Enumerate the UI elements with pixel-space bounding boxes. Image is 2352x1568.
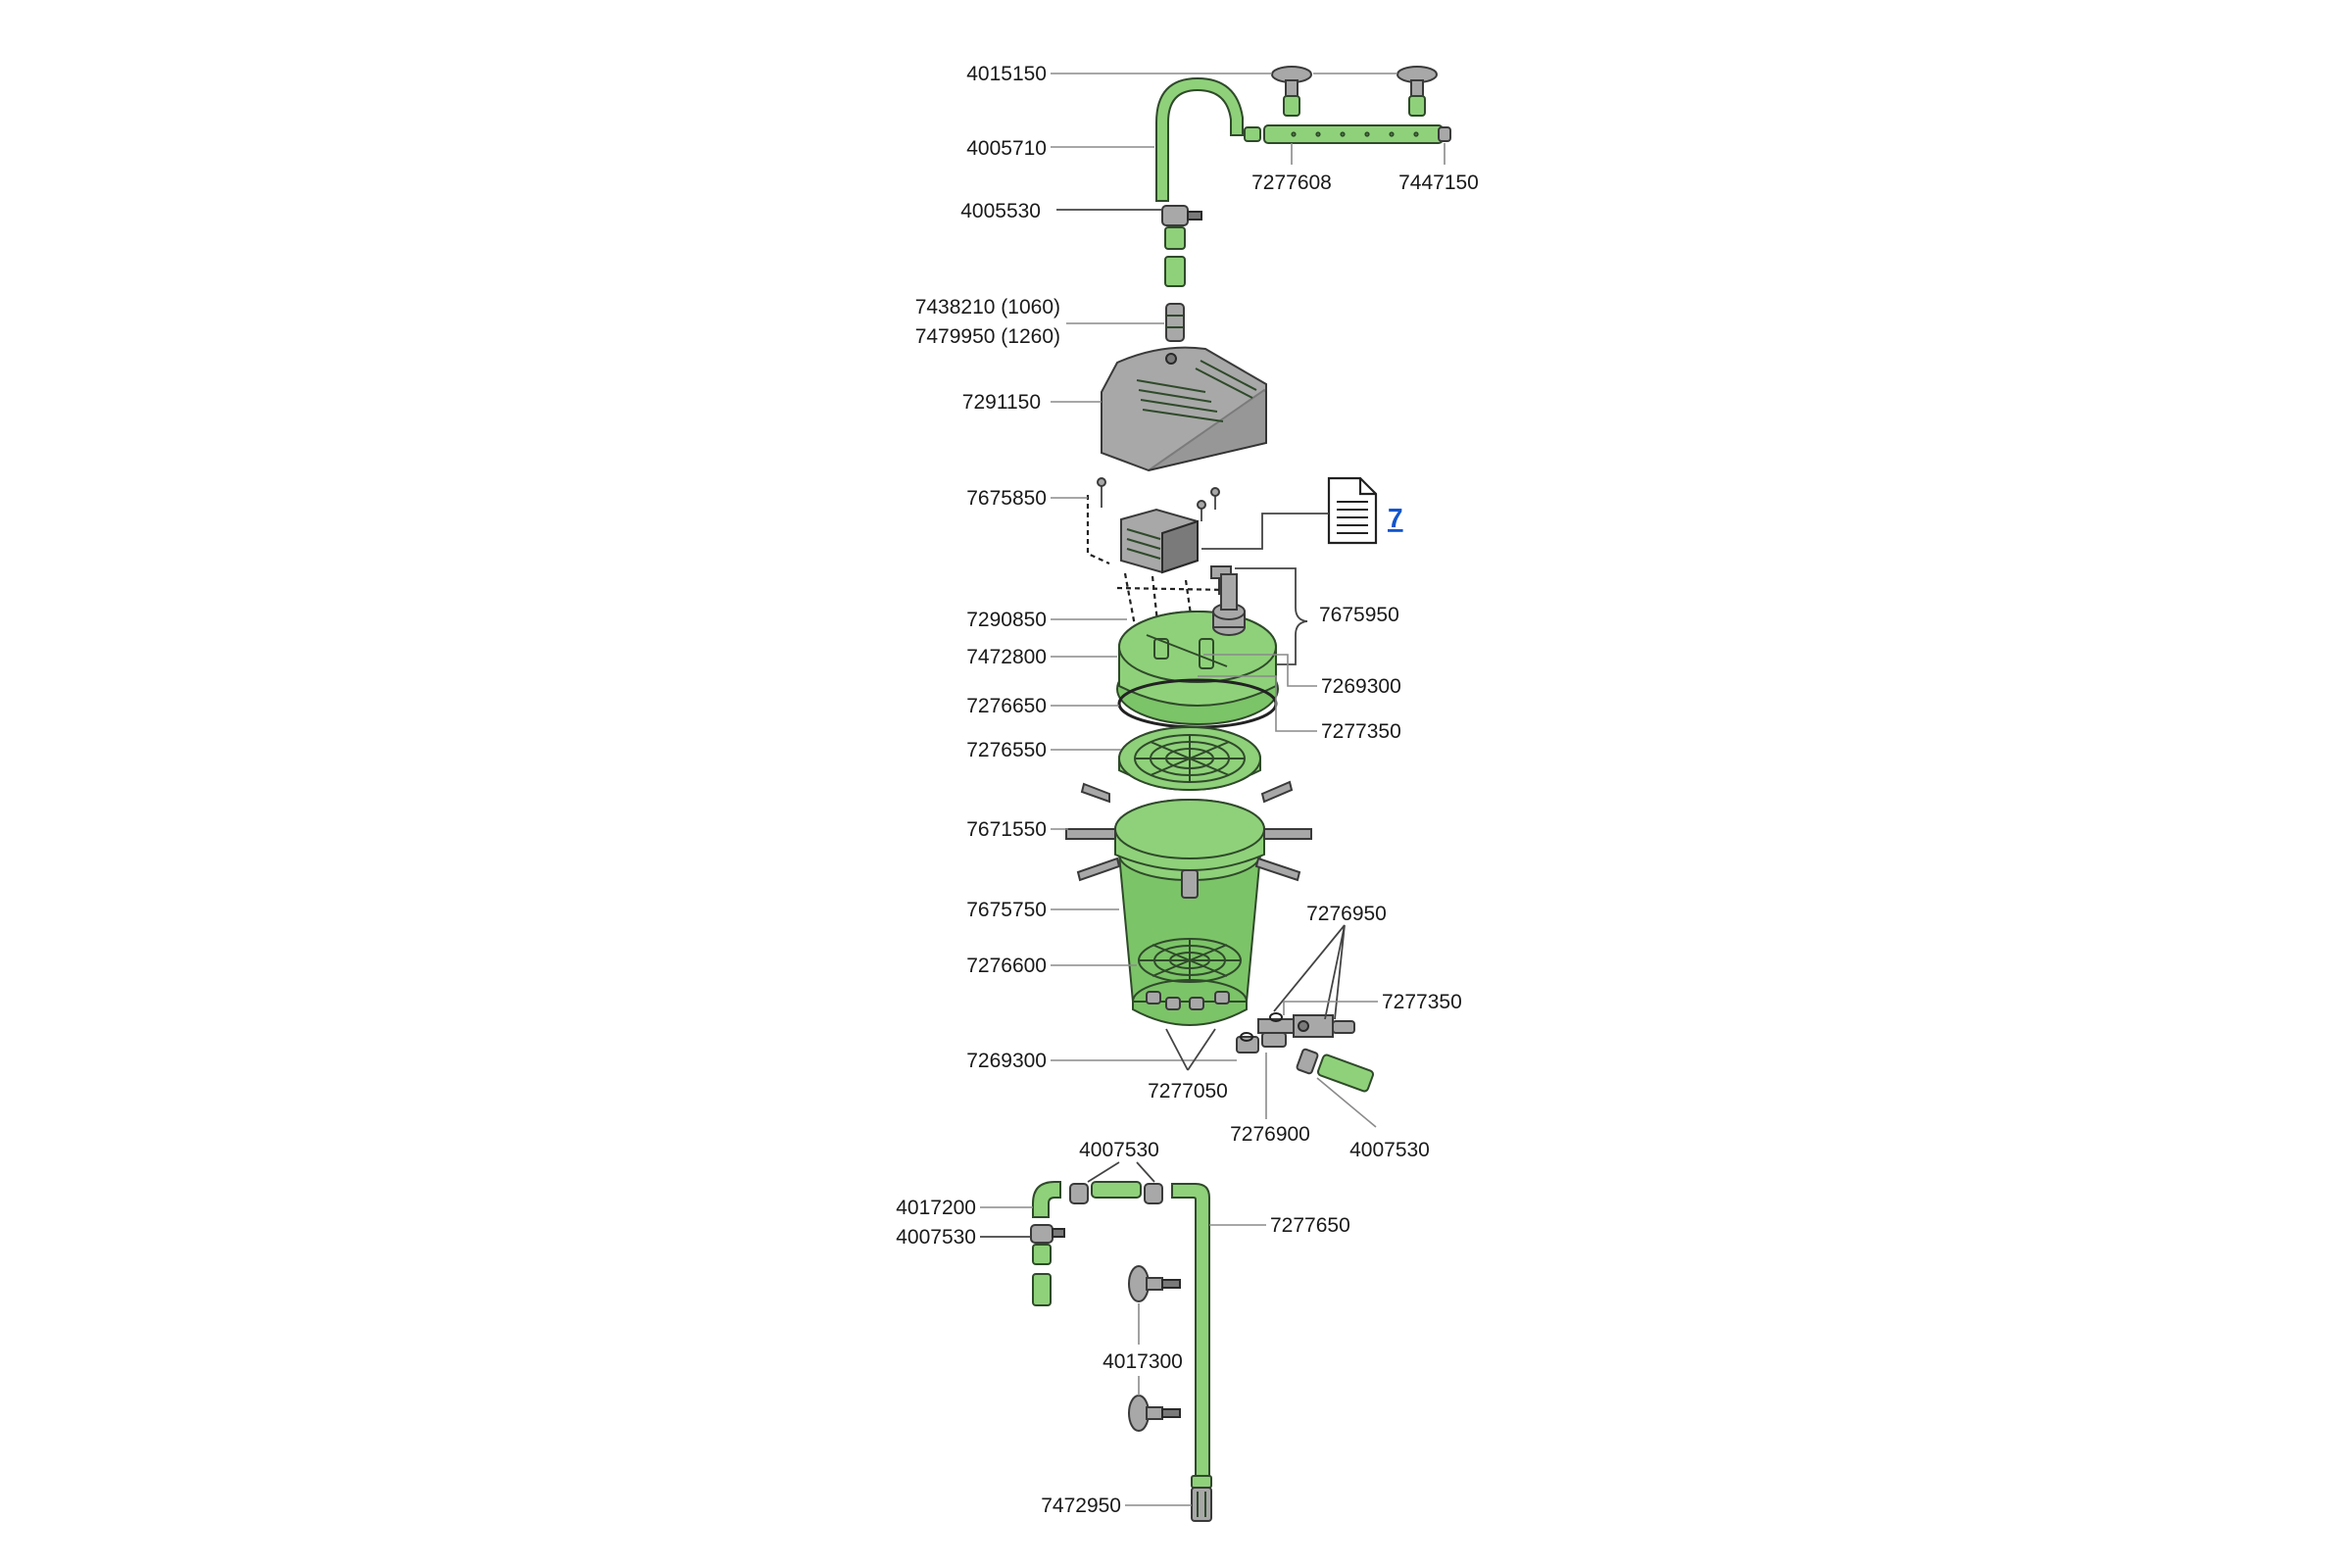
suction-cup bbox=[1396, 66, 1438, 117]
part-label: 4017300 bbox=[1102, 1350, 1183, 1373]
j-pipe bbox=[1155, 76, 1244, 202]
lid-clips bbox=[1065, 780, 1312, 899]
part-label: 7276550 bbox=[966, 739, 1047, 761]
part-label: 7675850 bbox=[966, 487, 1047, 510]
part-label: 7675750 bbox=[966, 899, 1047, 921]
canister-body bbox=[1114, 799, 1265, 1026]
intake-assembly bbox=[1030, 1181, 1212, 1522]
part-label: 7438210 (1060) bbox=[915, 296, 1060, 318]
part-label: 7447150 bbox=[1398, 172, 1479, 194]
motor-block bbox=[1120, 508, 1232, 595]
hose-nipple bbox=[1165, 303, 1185, 342]
part-label: 7276950 bbox=[1306, 903, 1387, 925]
top-grid-plate bbox=[1118, 726, 1261, 791]
leader-lines bbox=[980, 73, 1446, 1506]
part-label: 7276600 bbox=[966, 955, 1047, 977]
part-label: 7269300 bbox=[966, 1050, 1047, 1072]
spray-bar bbox=[1263, 124, 1444, 144]
document-icon[interactable] bbox=[1327, 476, 1378, 545]
spray-bar-holes bbox=[1291, 131, 1419, 137]
part-label: 7277608 bbox=[1251, 172, 1332, 194]
part-label: 7472800 bbox=[966, 646, 1047, 668]
part-label: 7675950 bbox=[1319, 604, 1399, 626]
part-label: 7277350 bbox=[1321, 720, 1401, 743]
part-label: 7291150 bbox=[962, 391, 1041, 414]
valve-assembly bbox=[1236, 1012, 1375, 1093]
hose-clip-screw bbox=[1187, 211, 1202, 220]
motor-hood bbox=[1101, 346, 1267, 472]
pipe-connector bbox=[1244, 126, 1261, 142]
part-label: 7276900 bbox=[1230, 1123, 1310, 1146]
part-label: 7276650 bbox=[966, 695, 1047, 717]
suction-cup bbox=[1271, 66, 1312, 117]
part-label: 7479950 (1260) bbox=[915, 325, 1060, 348]
part-label: 7671550 bbox=[966, 818, 1047, 841]
suction-cup bbox=[1128, 1395, 1181, 1432]
part-label: 4007530 bbox=[896, 1226, 976, 1249]
end-cap bbox=[1438, 126, 1451, 142]
part-label: 7472950 bbox=[1041, 1494, 1121, 1517]
part-label: 4005710 bbox=[966, 137, 1047, 160]
part-label: 4007530 bbox=[1349, 1139, 1430, 1161]
part-label: 7277050 bbox=[1148, 1080, 1228, 1102]
hose-clip bbox=[1161, 205, 1189, 226]
group-bracket bbox=[1235, 567, 1308, 665]
part-labels: 4015150 4005710 7277608 7447150 4005530 … bbox=[896, 63, 1479, 1517]
manual-link[interactable]: 7 bbox=[1388, 503, 1403, 533]
part-label: 4017200 bbox=[896, 1197, 976, 1219]
part-label: 7269300 bbox=[1321, 675, 1401, 698]
part-label: 4007530 bbox=[1079, 1139, 1159, 1161]
suction-cup bbox=[1128, 1265, 1181, 1302]
hose-segment bbox=[1164, 256, 1186, 287]
bottom-connectors bbox=[1146, 991, 1230, 1010]
part-label: 4005530 bbox=[960, 200, 1041, 222]
part-label: 7290850 bbox=[966, 609, 1047, 631]
manual-leader bbox=[1201, 513, 1329, 550]
outlet-assembly bbox=[1155, 66, 1451, 342]
part-label: 4015150 bbox=[966, 63, 1047, 85]
hose-segment bbox=[1164, 226, 1186, 250]
part-label: 7277650 bbox=[1270, 1214, 1350, 1237]
screws bbox=[1097, 477, 1220, 521]
part-label: 7277350 bbox=[1382, 991, 1462, 1013]
filter-lid bbox=[1116, 573, 1279, 725]
